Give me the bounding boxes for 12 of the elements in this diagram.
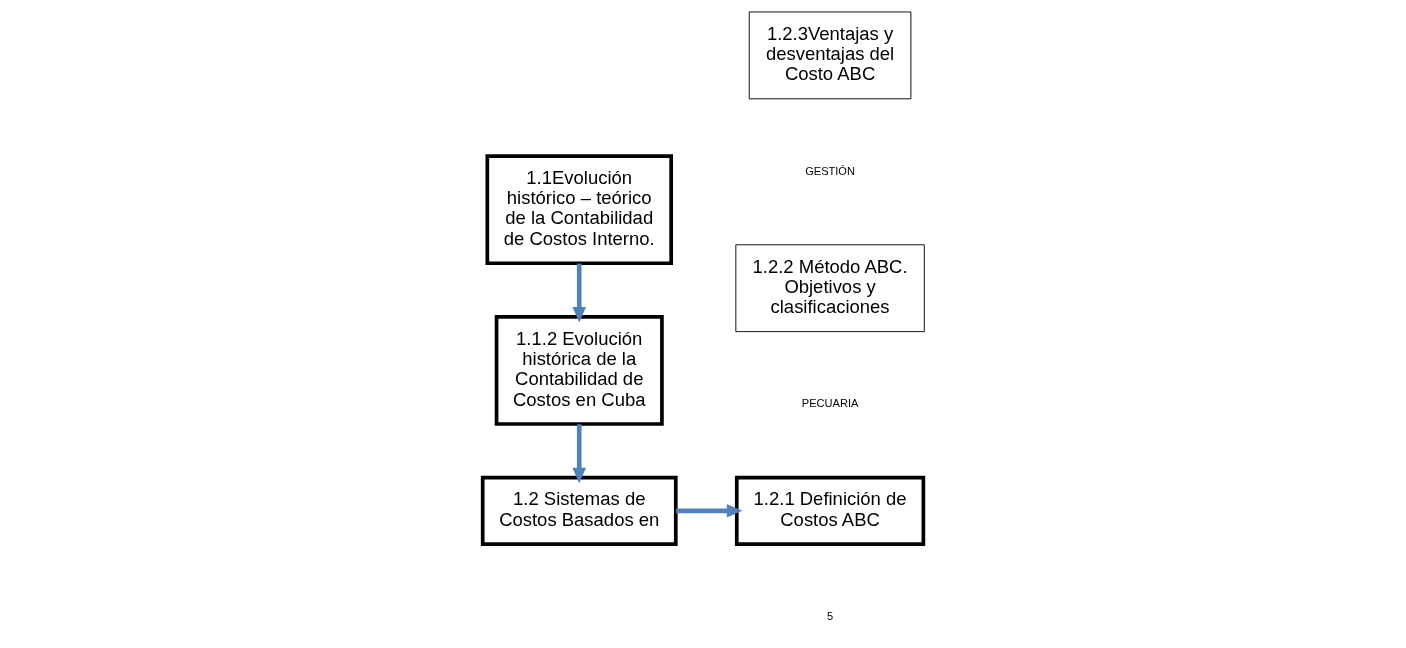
node-box: 1.1Evolución histórico – teórico de la Contabilidad de Costos Interno. bbox=[484, 154, 673, 266]
label: PECUARIA bbox=[801, 397, 858, 410]
node-box: 1.2 Sistemas de Costos Basados en bbox=[480, 475, 678, 546]
label: GESTIÓN bbox=[804, 164, 855, 177]
label: 5 bbox=[826, 609, 833, 622]
node-box: 1.2.1 Definición de Costos ABC bbox=[734, 475, 925, 546]
arrow bbox=[675, 504, 742, 518]
node-box: 1.2.3Ventajas y desventajas del Costo ABC bbox=[748, 11, 911, 100]
node-box: 1.1.2 Evolución histórica de la Contabilidad de Costos en Cuba bbox=[494, 315, 664, 426]
arrow bbox=[571, 424, 586, 484]
arrow bbox=[571, 263, 586, 323]
node-box: 1.2.2 Método ABC. Objetivos y clasificaciones bbox=[734, 244, 925, 333]
